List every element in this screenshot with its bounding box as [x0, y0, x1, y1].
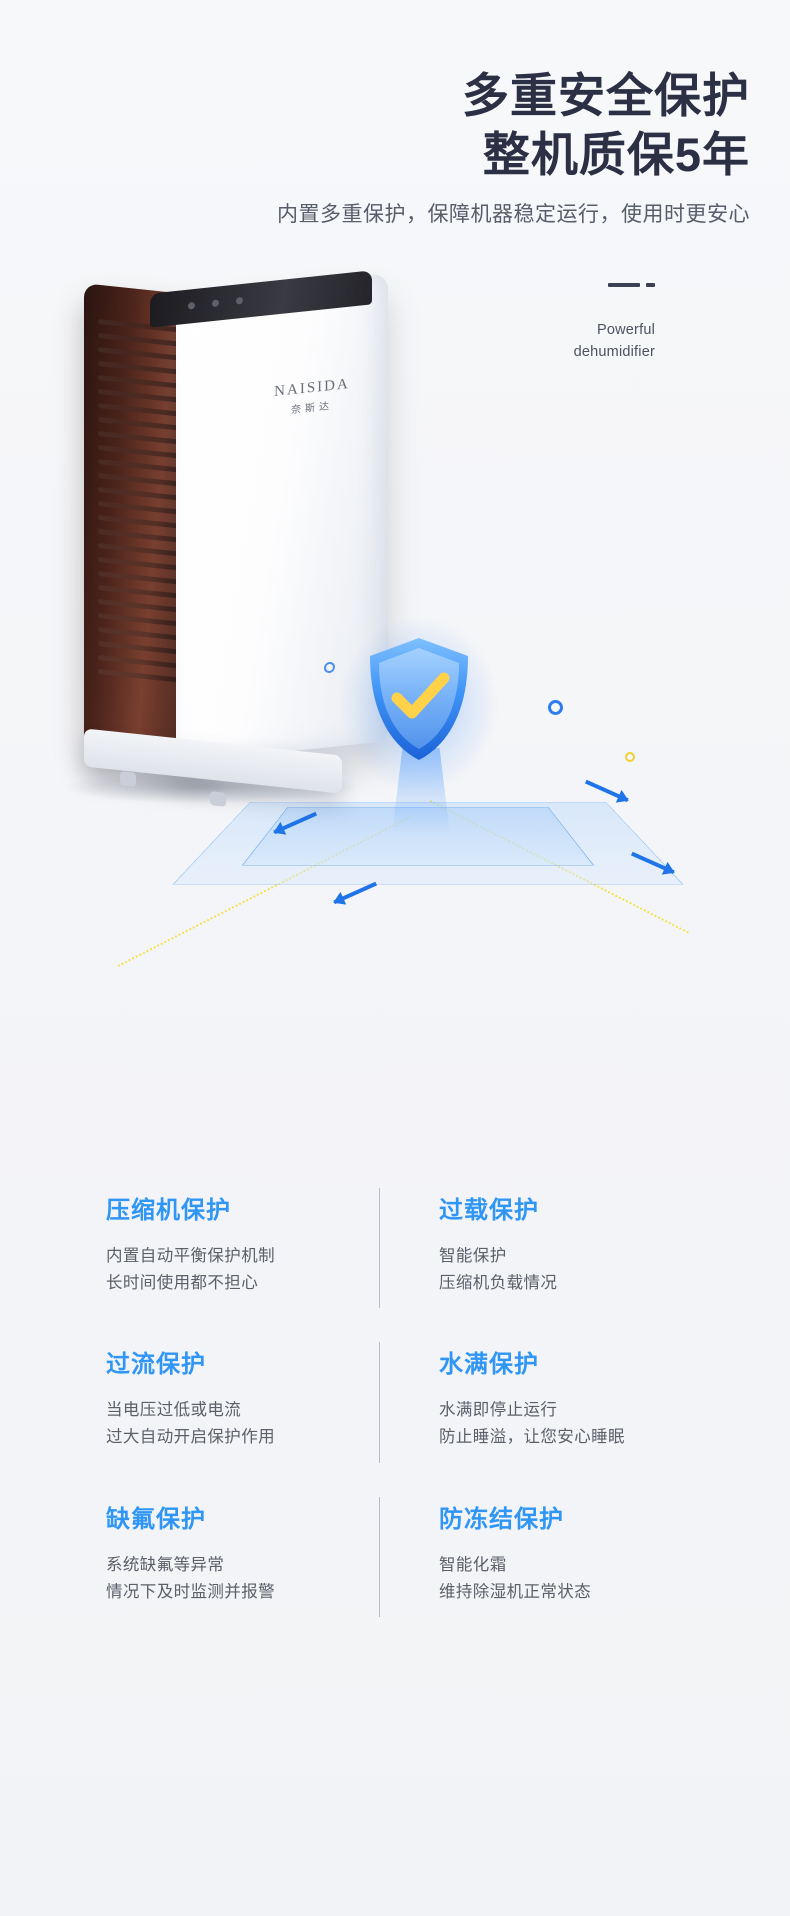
feature-desc-line-2: 长时间使用都不担心 [106, 1273, 259, 1292]
feature-desc-line-1: 智能化霜 [439, 1555, 507, 1574]
feature-title: 缺氟保护 [106, 1505, 206, 1533]
feature-title: 压缩机保护 [106, 1197, 231, 1224]
feature-title: 过载保护 [439, 1197, 539, 1224]
feature-desc-line-1: 系统缺氟等异常 [106, 1555, 225, 1574]
feature-row-2: 过流保护 当电压过低或电流 过大自动开启保护作用 水满保护 水满即停止运行 防止… [0, 1322, 790, 1476]
ring-dot-yellow-right [625, 752, 635, 762]
caption-line-1: Powerful [596, 322, 655, 338]
feature-divider-2 [379, 1342, 380, 1463]
feature-divider-3 [379, 1496, 380, 1618]
feature-description: 智能化霜 维持除湿机正常状态 [439, 1552, 790, 1605]
feature-description: 系统缺氟等异常 情况下及时监测并报警 [106, 1552, 395, 1605]
feature-desc-line-2: 维持除湿机正常状态 [439, 1582, 592, 1601]
feature-desc-line-2: 情况下及时监测并报警 [106, 1582, 275, 1601]
feature-title: 防冻结保护 [439, 1505, 564, 1533]
shield-check-badge [334, 610, 504, 800]
dash-long-icon [608, 283, 640, 287]
english-caption: Powerful dehumidifier [0, 320, 655, 364]
hero-subtitle: 内置多重保护，保障机器稳定运行，使用时更安心 [277, 203, 750, 226]
feature-title: 过流保护 [106, 1351, 206, 1379]
feature-item-antifreeze: 防冻结保护 智能化霜 维持除湿机正常状态 [395, 1499, 790, 1605]
page-title: 多重安全保护 整机质保5年 [462, 66, 750, 184]
product-foot-right [210, 791, 226, 807]
product-foot-left [120, 771, 136, 787]
feature-desc-line-1: 水满即停止运行 [439, 1401, 558, 1420]
feature-desc-line-2: 过大自动开启保护作用 [106, 1428, 275, 1447]
headline-line-2: 整机质保5年 [482, 128, 750, 182]
dash-short-icon [646, 283, 655, 287]
features-section: 压缩机保护 内置自动平衡保护机制 长时间使用都不担心 过载保护 智能保护 压缩机… [0, 1168, 790, 1631]
feature-description: 当电压过低或电流 过大自动开启保护作用 [106, 1397, 395, 1450]
feature-item-overload: 过载保护 智能保护 压缩机负载情况 [395, 1190, 790, 1296]
dash-rule [0, 278, 655, 292]
product-scene: NAISIDA 奈斯达 [60, 270, 689, 967]
bracket-arrow-4 [630, 848, 678, 880]
feature-item-full-water: 水满保护 水满即停止运行 防止睡溢，让您安心睡眠 [395, 1344, 790, 1450]
shield-check-icon [370, 638, 468, 760]
hero-section: 多重安全保护 整机质保5年 内置多重保护，保障机器稳定运行，使用时更安心 Pow… [0, 66, 750, 967]
feature-desc-line-2: 防止睡溢，让您安心睡眠 [439, 1428, 625, 1447]
feature-desc-line-1: 当电压过低或电流 [106, 1401, 242, 1420]
feature-item-compressor: 压缩机保护 内置自动平衡保护机制 长时间使用都不担心 [0, 1190, 395, 1296]
feature-desc-line-1: 智能保护 [439, 1247, 507, 1265]
headline-line-1: 多重安全保护 [462, 69, 750, 122]
feature-row-3: 缺氟保护 系统缺氟等异常 情况下及时监测并报警 防冻结保护 智能化霜 维持除湿机… [0, 1477, 790, 1631]
feature-item-refrigerant: 缺氟保护 系统缺氟等异常 情况下及时监测并报警 [0, 1499, 395, 1605]
feature-desc-line-1: 内置自动平衡保护机制 [106, 1247, 275, 1265]
bracket-arrow-2 [584, 776, 632, 808]
shield-light-beam [392, 748, 450, 834]
feature-item-overcurrent: 过流保护 当电压过低或电流 过大自动开启保护作用 [0, 1344, 395, 1450]
feature-description: 内置自动平衡保护机制 长时间使用都不担心 [106, 1243, 395, 1296]
feature-title: 水满保护 [439, 1351, 539, 1379]
feature-divider-1 [379, 1188, 380, 1309]
ring-dot-blue-upper [548, 700, 563, 715]
feature-description: 水满即停止运行 防止睡溢，让您安心睡眠 [439, 1397, 790, 1450]
feature-description: 智能保护 压缩机负载情况 [439, 1243, 790, 1296]
feature-desc-line-2: 压缩机负载情况 [439, 1273, 558, 1292]
english-caption-block: Powerful dehumidifier [0, 278, 655, 364]
feature-row-1: 压缩机保护 内置自动平衡保护机制 长时间使用都不担心 过载保护 智能保护 压缩机… [0, 1168, 790, 1322]
caption-line-2: dehumidifier [573, 343, 655, 360]
